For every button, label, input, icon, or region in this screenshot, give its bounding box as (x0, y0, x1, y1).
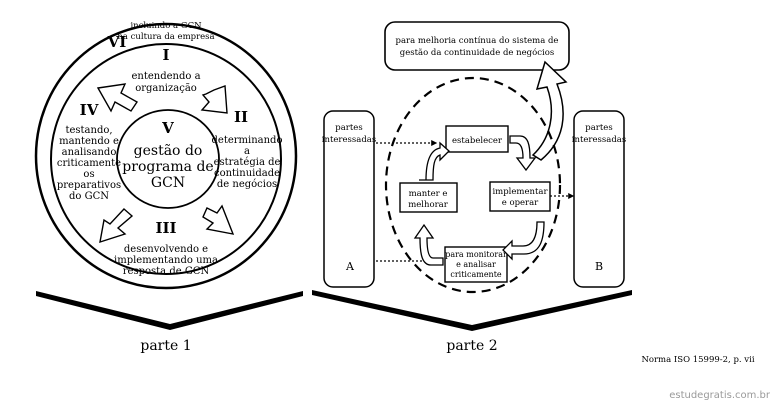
center-line-1: gestão do (134, 143, 203, 159)
part2-pdca: para melhoria contínua do sistema de ges… (322, 21, 626, 294)
callout-pointer-icon (531, 60, 568, 161)
iii-line-2: implementando uma (114, 255, 218, 266)
box-implementar (489, 181, 551, 212)
right-party-letter: B (595, 260, 603, 273)
watermark: estudegratis.com.br (669, 390, 771, 401)
box-estabelecer (445, 125, 509, 153)
vi-line-1: incluindo a GCN (130, 21, 202, 31)
source-note: Norma ISO 15999-2, p. vii (641, 355, 754, 365)
iii-line-1: desenvolvendo e (124, 244, 208, 255)
ii-line-4: continuidade (214, 168, 280, 179)
iii-line-3: resposta de GCN (123, 266, 210, 277)
iv-line-7: do GCN (69, 191, 109, 202)
center-line-2: programa de (122, 159, 213, 175)
numeral-i: I (162, 46, 169, 64)
numeral-iv: IV (80, 101, 99, 119)
callout-line-1: para melhoria contínua do sistema de (396, 35, 559, 46)
iv-line-3: analisando (62, 147, 117, 158)
numeral-vi: VI (107, 33, 127, 51)
box-monitorar (444, 246, 508, 283)
left-party-line-1: partes (335, 123, 362, 133)
left-party-letter: A (345, 260, 355, 273)
caption-part2: parte 2 (446, 338, 497, 354)
cycle-arrow-top-right-icon (509, 135, 537, 172)
cycle-arrow-bottom-left-icon (413, 223, 444, 266)
manter-line-2: melhorar (408, 200, 449, 210)
numeral-ii: II (234, 108, 248, 126)
cycle-arrow-top-left-icon (419, 141, 450, 181)
monitorar-line-2: e analisar (456, 260, 496, 269)
numeral-iii: III (155, 219, 176, 237)
ii-line-2: a (244, 146, 250, 157)
i-line-2: organização (135, 83, 197, 94)
iv-line-4: criticamente (57, 158, 121, 169)
cycle-arrow-bottom-right-icon (502, 221, 545, 261)
monitorar-line-1: para monitorar (445, 250, 507, 259)
iv-line-2: mantendo e (59, 136, 119, 147)
callout-line-2: gestão da continuidade de negócios (400, 47, 554, 58)
callout-box (384, 21, 570, 71)
iv-line-6: preparativos (57, 180, 121, 191)
center-line-3: GCN (151, 175, 185, 191)
iv-line-5: os (83, 169, 94, 180)
right-party-line-2: interessadas (572, 135, 626, 145)
implementar-line-1: implementar (492, 187, 548, 197)
inner-ring (50, 43, 282, 275)
i-line-1: entendendo a (131, 71, 200, 82)
vi-line-2: na cultura da empresa (117, 32, 214, 42)
part1-cycle: VI I II III IV V incluindo a GCN na cult… (34, 21, 298, 290)
outer-ring (34, 22, 298, 290)
left-party-panel (323, 110, 375, 288)
manter-line-1: manter e (409, 189, 448, 199)
brace-part1 (36, 291, 303, 330)
pdca-dashed-oval (384, 76, 562, 294)
ii-line-3: estratégia de (214, 157, 281, 168)
brace-part2 (312, 290, 632, 331)
arrow-ii-to-iii-icon (202, 204, 235, 235)
arrow-i-to-ii-icon (200, 85, 228, 114)
ii-line-5: de negócios (217, 179, 277, 190)
right-party-panel (573, 110, 625, 288)
left-party-line-2: interessadas (322, 135, 376, 145)
implementar-line-2: e operar (502, 198, 539, 208)
box-manter (399, 182, 458, 213)
arrow-iii-to-iv-icon (99, 208, 134, 244)
arrow-iv-to-i-icon (96, 83, 139, 113)
caption-part1: parte 1 (140, 338, 191, 354)
numeral-v: V (161, 119, 174, 137)
center-ellipse (116, 109, 220, 209)
estabelecer-line-1: estabelecer (452, 136, 503, 146)
right-party-line-1: partes (585, 123, 612, 133)
ii-line-1: determinando (212, 135, 283, 146)
iv-line-1: testando, (65, 125, 112, 136)
monitorar-line-3: criticamente (450, 270, 502, 279)
